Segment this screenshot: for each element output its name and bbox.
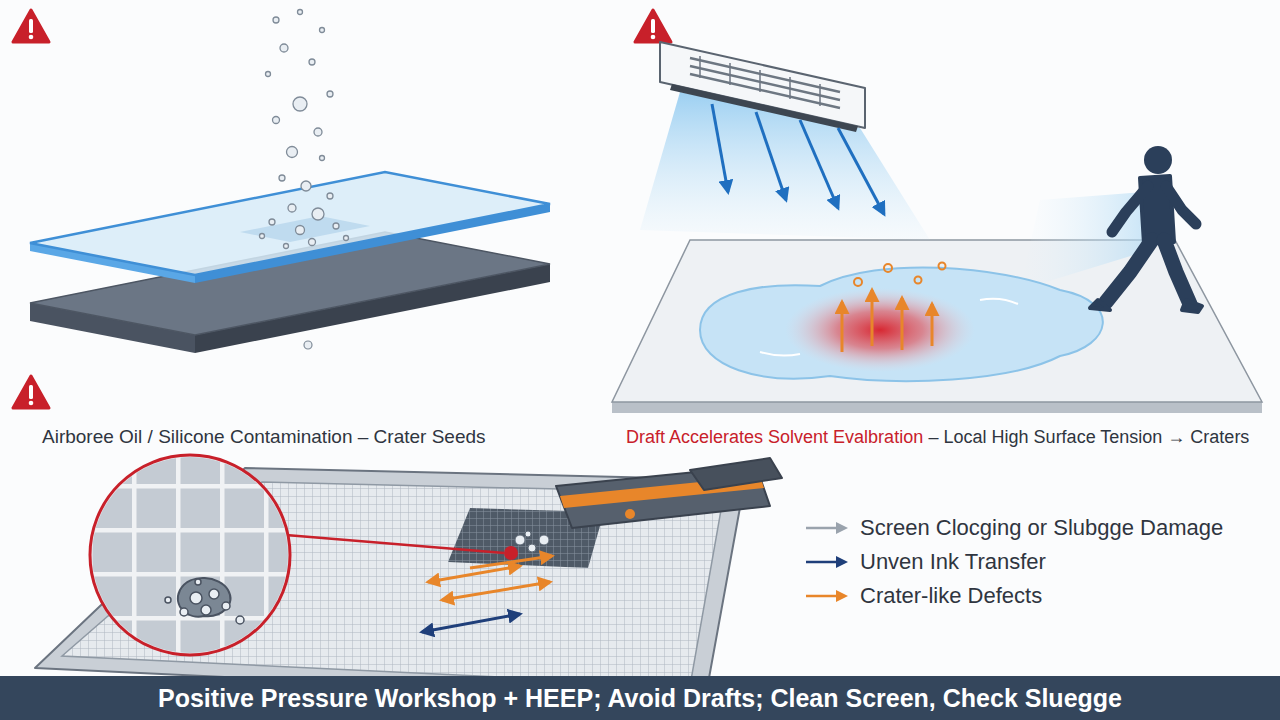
legend-row: Crater-like Defects	[804, 582, 1042, 610]
floor-slab	[612, 240, 1262, 413]
air-stream	[640, 92, 1170, 290]
person-silhouette	[1090, 146, 1202, 312]
panel-caption-warning: Draft Accelerates Solvent Evalbration	[626, 427, 923, 447]
magnifier	[88, 453, 518, 657]
panel-caption: – Local High Surface Tension → Craters	[929, 427, 1250, 447]
panel-caption-row: Draft Accelerates Solvent Evalbration – L…	[626, 425, 1249, 449]
footer-caption: Positive Pressure Workshop + HEEP; Avoid…	[0, 676, 1280, 720]
legend-arrow-shaft	[806, 595, 838, 598]
legend-text: Screen Clocging or Slubgge Damage	[860, 514, 1223, 542]
legend-arrow-head	[836, 522, 848, 534]
ac-unit	[660, 42, 865, 132]
legend-arrow-head	[836, 590, 848, 602]
squeegee	[556, 458, 782, 528]
legend-arrow	[804, 518, 850, 538]
evaporation-arrows	[842, 263, 946, 353]
warning-icon	[13, 376, 49, 408]
legend-text: Crater-like Defects	[860, 582, 1042, 610]
legend-arrow	[804, 552, 850, 572]
warning-icon	[635, 10, 671, 42]
defect-arrows	[422, 556, 552, 632]
panel-caption: Airboree Oil / Silicone Contamination – …	[42, 425, 486, 449]
legend-text: Unven Ink Transfer	[860, 548, 1046, 576]
footer-band	[0, 676, 1280, 720]
legend-row: Screen Clocging or Slubgge Damage	[804, 514, 1223, 542]
footer-caption-text: Positive Pressure Workshop + HEEP; Avoid…	[158, 684, 1122, 713]
legend-row: Unven Ink Transfer	[804, 548, 1046, 576]
solvent-puddle	[700, 267, 1103, 381]
glass-plate	[30, 172, 550, 283]
warning-icon	[13, 10, 49, 42]
airflow-arrows	[712, 104, 884, 214]
legend-arrow	[804, 586, 850, 606]
legend-arrow-shaft	[806, 561, 838, 564]
legend-arrow-shaft	[806, 527, 838, 530]
legend-arrow-head	[836, 556, 848, 568]
airborne-droplets	[260, 10, 349, 249]
